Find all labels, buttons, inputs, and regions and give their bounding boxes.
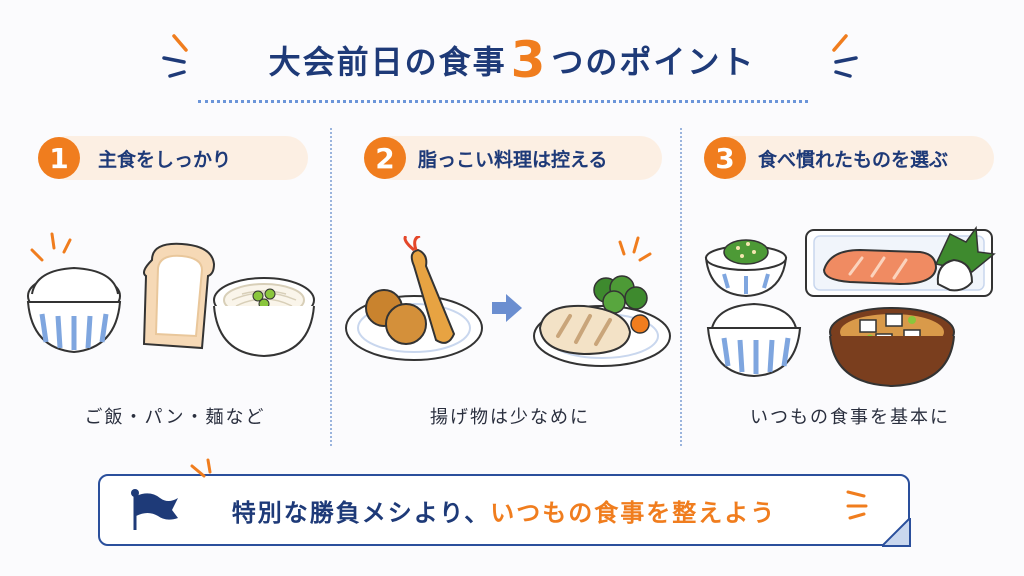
arrow-right-icon xyxy=(492,294,522,322)
banner-text-highlight: いつもの食事を整えよう xyxy=(490,498,777,527)
point-badge-3: 3 食べ慣れたものを選ぶ xyxy=(704,136,994,180)
spark-icon xyxy=(30,232,72,262)
point-label: 食べ慣れたものを選ぶ xyxy=(758,148,949,171)
point-label: 脂っこい料理は控える xyxy=(418,148,608,171)
column-divider xyxy=(680,128,682,446)
banner-text-main: 特別な勝負メシより、 xyxy=(231,498,491,527)
banner-fold-corner xyxy=(882,518,911,547)
fried-vs-grilled-illustration xyxy=(345,236,671,367)
summary-banner: 特別な勝負メシより、いつもの食事を整えよう xyxy=(98,474,910,546)
staple-foods-illustration xyxy=(26,232,315,358)
flag-icon xyxy=(131,489,178,530)
title-divider xyxy=(198,100,808,103)
column-divider xyxy=(330,128,332,446)
spark-icon xyxy=(846,490,868,520)
point-badge-1: 1 主食をしっかり xyxy=(38,136,308,180)
spark-icon xyxy=(162,34,188,78)
point-caption-3: いつもの食事を基本に xyxy=(750,407,950,428)
point-caption-2: 揚げ物は少なめに xyxy=(430,407,590,428)
title-number: 3 xyxy=(510,31,548,89)
point-number: 1 xyxy=(38,137,80,179)
spark-icon xyxy=(190,458,212,478)
point-label: 主食をしっかり xyxy=(98,148,232,171)
spark-icon xyxy=(618,236,652,262)
title-suffix: つのポイント xyxy=(551,43,756,81)
point-number: 3 xyxy=(704,137,746,179)
everyday-meal-illustration xyxy=(704,225,996,388)
point-number: 2 xyxy=(364,137,406,179)
point-caption-1: ご飯・パン・麺など xyxy=(84,407,266,428)
spark-icon xyxy=(832,34,858,78)
point-badge-2: 2 脂っこい料理は控える xyxy=(364,136,662,180)
title-prefix: 大会前日の食事 xyxy=(268,43,507,81)
